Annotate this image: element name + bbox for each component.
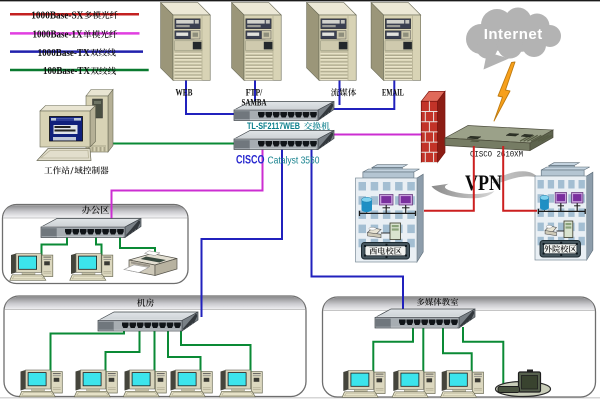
svg-text:Internet: Internet <box>484 26 543 43</box>
svg-text:SAMBA: SAMBA <box>242 98 267 108</box>
svg-text:EMAIL: EMAIL <box>382 88 404 98</box>
svg-text:WEB: WEB <box>176 88 193 98</box>
svg-text:TL-SF2117WEB: TL-SF2117WEB <box>247 121 300 132</box>
svg-text:1000Base-TX: 1000Base-TX <box>38 48 91 59</box>
svg-text:1000Base-1X: 1000Base-1X <box>33 30 84 41</box>
svg-text:1000Base-SX: 1000Base-SX <box>31 10 84 21</box>
svg-text:100Base-TX: 100Base-TX <box>43 66 91 77</box>
svg-text:CISCO: CISCO <box>236 155 265 167</box>
svg-text:VPN: VPN <box>465 170 502 195</box>
svg-text:CISCO 2610XM: CISCO 2610XM <box>470 151 523 160</box>
svg-text:Catalyst 3560: Catalyst 3560 <box>268 155 320 167</box>
svg-text:FTP/: FTP/ <box>246 88 263 98</box>
